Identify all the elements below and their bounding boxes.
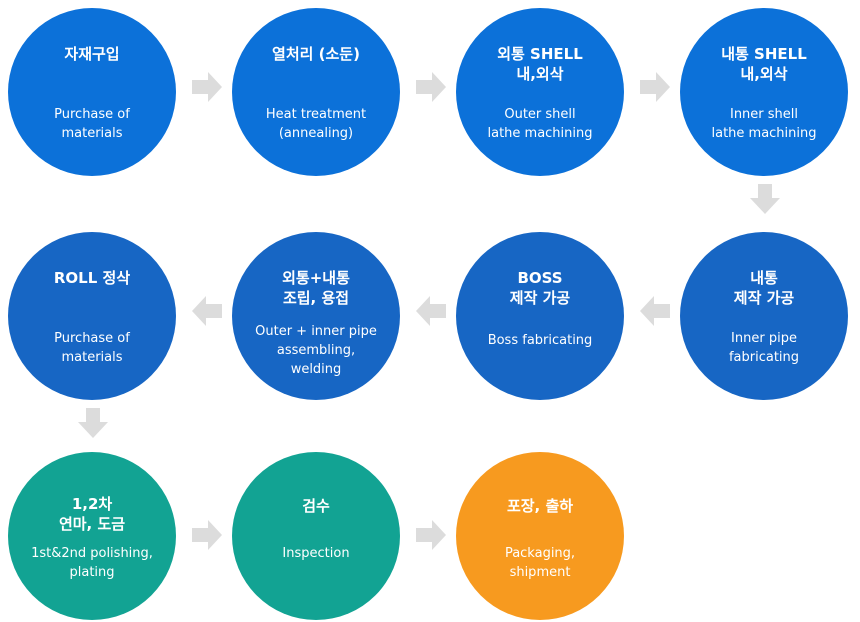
arrow-right-icon xyxy=(192,72,222,102)
arrow-right-icon xyxy=(416,72,446,102)
step-assembling-welding: 외통+내통 조립, 용접 Outer + inner pipe assembli… xyxy=(232,232,400,400)
step-title-en: Purchase of materials xyxy=(54,331,130,365)
step-title-en: Purchase of materials xyxy=(54,107,130,141)
step-outer-shell-machining: 외통 SHELL 내,외삭 Outer shell lathe machinin… xyxy=(456,8,624,176)
step-packaging-shipment: 포장, 출하 Packaging, shipment xyxy=(456,452,624,620)
arrow-left-icon xyxy=(416,296,446,326)
arrow-right-icon xyxy=(192,520,222,550)
step-title-ko: 열처리 (소둔) xyxy=(272,45,360,63)
step-title-en: Inspection xyxy=(282,546,350,561)
step-title-ko: 외통+내통 조립, 용접 xyxy=(282,269,350,307)
step-roll-finishing: ROLL 정삭 Purchase of materials xyxy=(8,232,176,400)
step-boss-fabricating: BOSS 제작 가공 Boss fabricating xyxy=(456,232,624,400)
step-title-en: Heat treatment (annealing) xyxy=(265,107,367,141)
step-title-ko: 내통 SHELL 내,외삭 xyxy=(721,45,807,83)
step-title-ko: 자재구입 xyxy=(64,45,120,63)
step-polishing-plating: 1,2차 연마, 도금 1st&2nd polishing, plating xyxy=(8,452,176,620)
step-heat-treatment: 열처리 (소둔) Heat treatment (annealing) xyxy=(232,8,400,176)
step-title-ko: 외통 SHELL 내,외삭 xyxy=(497,45,583,83)
step-title-en: Packaging, shipment xyxy=(504,546,576,580)
step-title-ko: 포장, 출하 xyxy=(506,497,574,515)
arrow-right-icon xyxy=(640,72,670,102)
arrow-right-icon xyxy=(416,520,446,550)
step-title-en: Boss fabricating xyxy=(487,333,593,348)
step-title-ko: 검수 xyxy=(302,497,330,515)
step-title-en: Inner shell lathe machining xyxy=(711,107,817,141)
step-inner-pipe-fabricating: 내통 제작 가공 Inner pipe fabricating xyxy=(680,232,848,400)
step-title-ko: BOSS 제작 가공 xyxy=(509,269,571,307)
arrow-down-icon xyxy=(750,184,780,214)
step-purchase-materials: 자재구입 Purchase of materials xyxy=(8,8,176,176)
arrow-down-icon xyxy=(78,408,108,438)
step-title-ko: 내통 제작 가공 xyxy=(733,269,795,307)
step-title-ko: ROLL 정삭 xyxy=(53,269,131,287)
arrow-left-icon xyxy=(640,296,670,326)
step-title-en: Outer shell lathe machining xyxy=(487,107,593,141)
step-inspection: 검수 Inspection xyxy=(232,452,400,620)
step-title-ko: 1,2차 연마, 도금 xyxy=(58,495,126,533)
arrow-left-icon xyxy=(192,296,222,326)
step-title-en: Inner pipe fabricating xyxy=(728,331,800,365)
step-title-en: 1st&2nd polishing, plating xyxy=(31,546,153,580)
step-inner-shell-machining: 내통 SHELL 내,외삭 Inner shell lathe machinin… xyxy=(680,8,848,176)
step-title-en: Outer + inner pipe assembling, welding xyxy=(255,324,377,377)
